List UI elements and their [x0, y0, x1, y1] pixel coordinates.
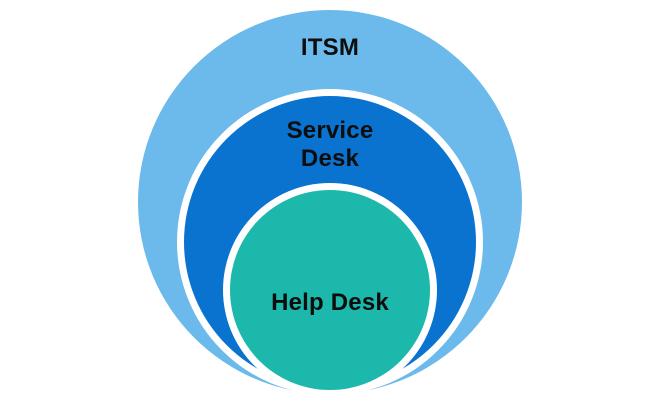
help-desk-label: Help Desk — [271, 289, 389, 316]
service-desk-label-line1: Service — [287, 117, 374, 144]
help-desk-circle — [230, 190, 430, 390]
itsm-label: ITSM — [301, 34, 359, 61]
service-desk-label-line2: Desk — [301, 145, 360, 172]
